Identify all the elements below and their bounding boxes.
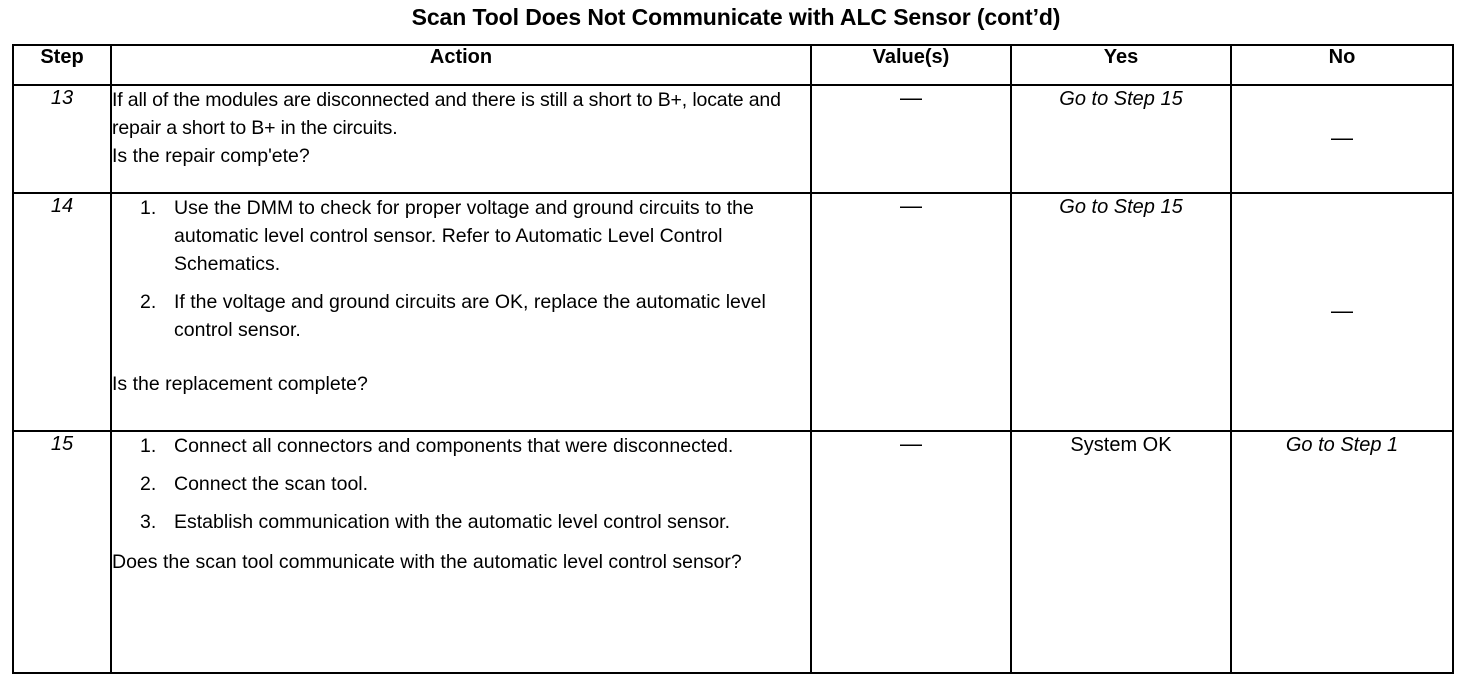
no-branch-dash: —	[1331, 125, 1353, 150]
yes-branch-cell: Go to Step 15	[1010, 192, 1232, 432]
step-number: 13	[12, 84, 112, 194]
column-header-yes: Yes	[1010, 44, 1232, 86]
yes-branch-cell: System OK	[1010, 430, 1232, 674]
action-content: If all of the modules are disconnected a…	[110, 84, 812, 194]
no-branch-cell: Go to Step 1	[1230, 430, 1454, 674]
value-cell: —	[810, 192, 1012, 432]
yes-branch-label: Go to Step 15	[1059, 196, 1183, 218]
yes-branch-label: System OK	[1070, 434, 1172, 456]
action-list-item: Connect all connectors and components th…	[140, 432, 734, 460]
table-row: 13 If all of the modules are disconnecte…	[12, 84, 1454, 194]
action-question: Does the scan tool communicate with the …	[112, 551, 742, 573]
diagnostic-table: Step Action Value(s) Yes No 13 If all of…	[12, 44, 1454, 674]
action-list-item: If the voltage and ground circuits are O…	[140, 288, 766, 341]
value-dash: —	[900, 431, 922, 456]
table-row: 15 Connect all connectors and components…	[12, 430, 1454, 674]
value-cell: —	[810, 430, 1012, 674]
spacer	[112, 344, 810, 370]
column-header-step: Step	[12, 44, 112, 86]
no-branch-dash: —	[1331, 298, 1353, 323]
table-row: 14 Use the DMM to check for proper volta…	[12, 192, 1454, 432]
action-content: Use the DMM to check for proper voltage …	[110, 192, 812, 432]
no-branch-cell: —	[1230, 192, 1454, 432]
step-number: 14	[12, 192, 112, 432]
yes-branch-label: Go to Step 15	[1059, 88, 1183, 110]
column-header-action: Action	[110, 44, 812, 86]
value-dash: —	[900, 193, 922, 218]
value-dash: —	[900, 85, 922, 110]
action-question: Is the repair comp'ete?	[112, 145, 310, 167]
spacer	[112, 536, 810, 548]
step-number: 15	[12, 430, 112, 674]
yes-branch-cell: Go to Step 15	[1010, 84, 1232, 194]
column-header-no: No	[1230, 44, 1454, 86]
action-list-item: Establish communication with the automat…	[140, 508, 731, 536]
action-paragraph: If all of the modules are disconnected a…	[112, 89, 781, 139]
action-list-item: Connect the scan tool.	[140, 470, 369, 498]
no-branch-cell: —	[1230, 84, 1454, 194]
value-cell: —	[810, 84, 1012, 194]
column-header-value: Value(s)	[810, 44, 1012, 86]
action-question: Is the replacement complete?	[112, 373, 368, 395]
page-title: Scan Tool Does Not Communicate with ALC …	[411, 4, 1061, 30]
table-header-row: Step Action Value(s) Yes No	[12, 44, 1454, 86]
action-content: Connect all connectors and components th…	[110, 430, 812, 674]
action-list-item: Use the DMM to check for proper voltage …	[140, 194, 754, 275]
action-step-list: Connect all connectors and components th…	[112, 432, 810, 536]
no-branch-label: Go to Step 1	[1285, 434, 1399, 456]
action-step-list: Use the DMM to check for proper voltage …	[112, 194, 810, 344]
